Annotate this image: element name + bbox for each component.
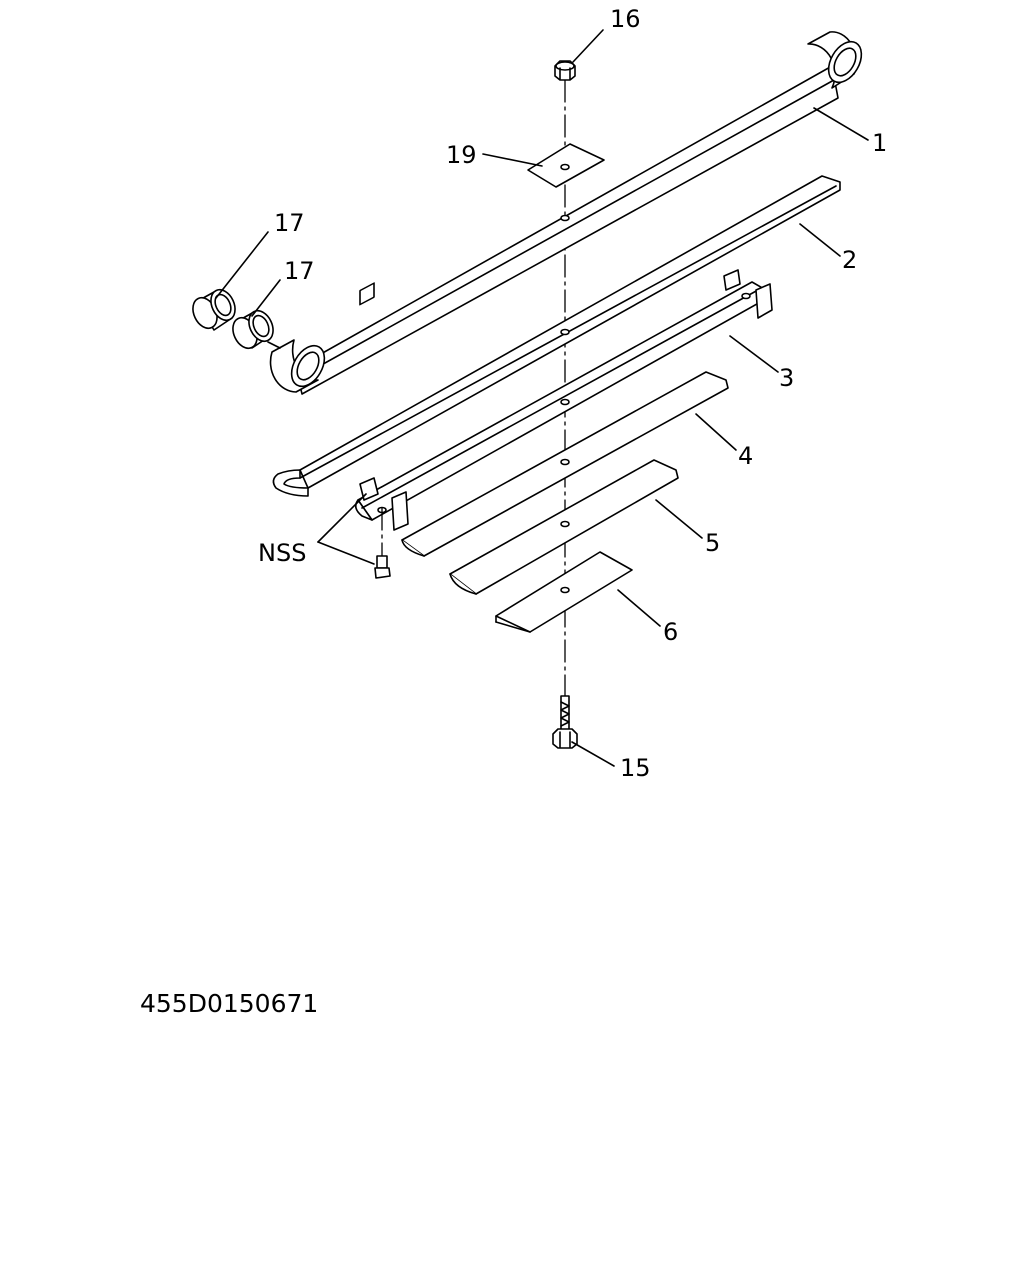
callout-1: 1 bbox=[872, 129, 887, 157]
nss-bolt bbox=[374, 507, 391, 579]
callout-3: 3 bbox=[779, 364, 794, 392]
callout-2: 2 bbox=[842, 246, 857, 274]
callout-5: 5 bbox=[705, 529, 720, 557]
callout-nss: NSS bbox=[258, 539, 306, 567]
callout-labels: 16 19 1 2 3 4 5 6 15 17 17 NSS bbox=[258, 5, 887, 782]
callout-17-a: 17 bbox=[274, 209, 305, 237]
center-bolt-15 bbox=[552, 695, 578, 749]
callout-4: 4 bbox=[738, 442, 753, 470]
callout-15: 15 bbox=[620, 754, 651, 782]
nut-16 bbox=[554, 60, 576, 81]
main-leaf-1 bbox=[269, 31, 863, 395]
callout-16: 16 bbox=[610, 5, 641, 33]
callout-6: 6 bbox=[663, 618, 678, 646]
callout-17-b: 17 bbox=[284, 257, 315, 285]
callout-19: 19 bbox=[446, 141, 477, 169]
bushing-17-a bbox=[192, 288, 236, 331]
center-holes bbox=[560, 328, 570, 594]
spacer-plate-19 bbox=[527, 143, 605, 188]
drawing-number: 455D0150671 bbox=[140, 989, 318, 1018]
leader-lines bbox=[215, 29, 869, 767]
bushing-17-b bbox=[232, 309, 281, 350]
